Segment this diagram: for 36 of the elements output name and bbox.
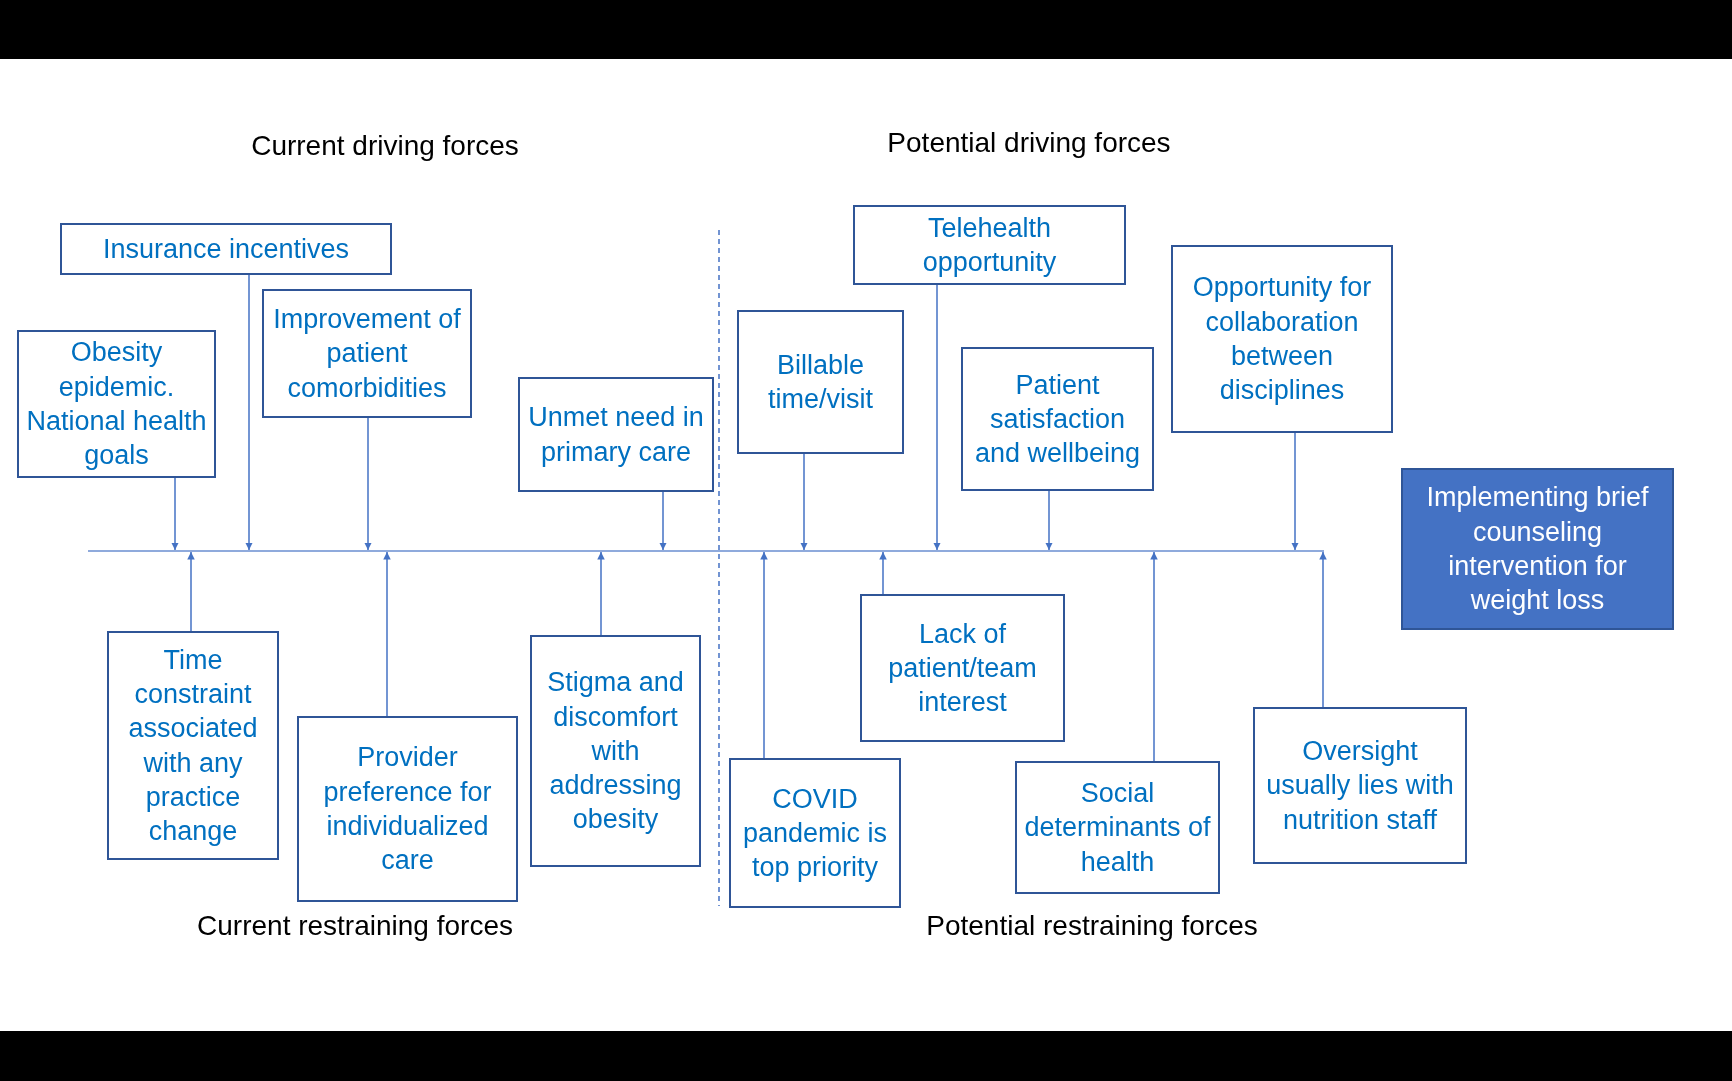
force-box: Lack of patient/team interest bbox=[860, 594, 1065, 742]
arrow bbox=[933, 284, 941, 551]
arrow bbox=[1319, 551, 1327, 708]
arrow bbox=[659, 491, 667, 551]
force-box: Insurance incentives bbox=[60, 223, 392, 275]
force-box: Provider preference for individualized care bbox=[297, 716, 518, 902]
section-heading: Potential driving forces bbox=[887, 127, 1171, 159]
arrow bbox=[597, 551, 605, 636]
force-box: Patient satisfaction and wellbeing bbox=[961, 347, 1154, 491]
arrow bbox=[760, 551, 768, 759]
force-box: COVID pandemic is top priority bbox=[729, 758, 901, 908]
force-box: Improvement of patient comorbidities bbox=[262, 289, 472, 418]
force-box: Opportunity for collaboration between disciplines bbox=[1171, 245, 1393, 433]
arrow bbox=[187, 551, 195, 632]
force-box: Stigma and discomfort with addressing obesity bbox=[530, 635, 701, 867]
section-heading: Current driving forces bbox=[251, 130, 519, 162]
force-box: Telehealth opportunity bbox=[853, 205, 1126, 285]
goal-box: Implementing brief counseling intervention for weight loss bbox=[1401, 468, 1674, 630]
force-box: Oversight usually lies with nutrition staff bbox=[1253, 707, 1467, 864]
arrow bbox=[1150, 551, 1158, 762]
arrow bbox=[1045, 490, 1053, 551]
arrow bbox=[383, 551, 391, 717]
arrow bbox=[800, 453, 808, 551]
arrow bbox=[879, 551, 887, 595]
arrow bbox=[245, 274, 253, 551]
section-heading: Current restraining forces bbox=[197, 910, 513, 942]
arrow bbox=[171, 477, 179, 551]
center-line bbox=[88, 550, 1324, 552]
force-box: Social determinants of health bbox=[1015, 761, 1220, 894]
force-box: Unmet need in primary care bbox=[518, 377, 714, 492]
section-heading: Potential restraining forces bbox=[926, 910, 1258, 942]
force-box: Billable time/visit bbox=[737, 310, 904, 454]
force-box: Obesity epidemic. National health goals bbox=[17, 330, 216, 478]
arrow bbox=[364, 417, 372, 551]
force-box: Time constraint associated with any practice change bbox=[107, 631, 279, 860]
arrow bbox=[1291, 432, 1299, 551]
